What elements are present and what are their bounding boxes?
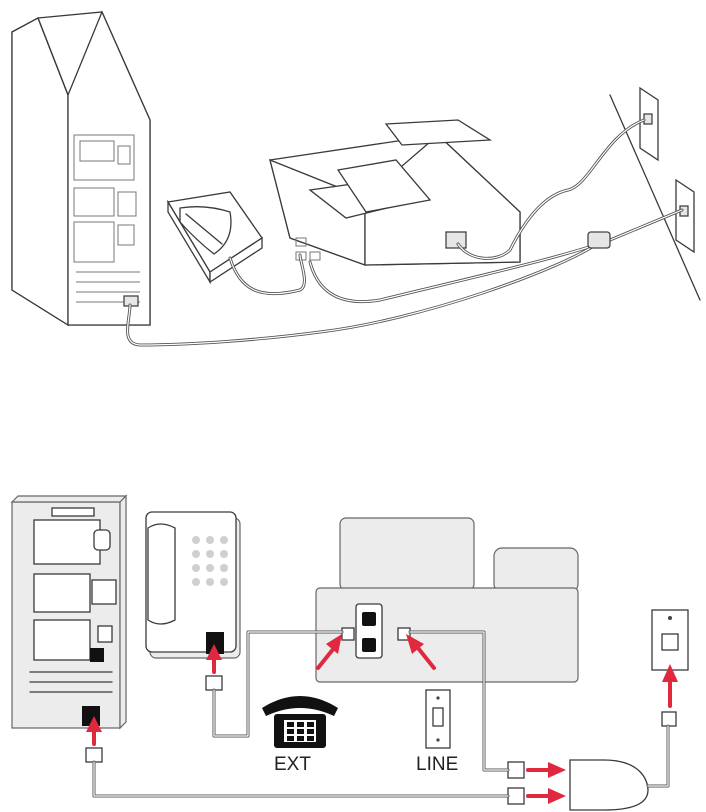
line-label: LINE — [416, 754, 458, 775]
computer-tower — [10, 494, 128, 730]
telephone-icon — [262, 696, 338, 748]
computer-tower-top — [11, 10, 151, 327]
cables-top — [126, 118, 684, 347]
printer — [315, 517, 579, 683]
wall-jack — [651, 609, 689, 671]
modem-top — [166, 191, 263, 285]
wall-top — [609, 86, 701, 301]
printer-top — [269, 119, 521, 266]
line-splitter — [569, 759, 649, 811]
bottom-schematic: EXT LINE — [10, 494, 689, 811]
top-perspective-illustration — [11, 10, 701, 347]
cables — [92, 630, 670, 798]
red-arrows — [86, 634, 678, 804]
ext-label: EXT — [274, 754, 311, 775]
modem-device — [145, 511, 241, 659]
line-port-icon — [425, 689, 451, 749]
